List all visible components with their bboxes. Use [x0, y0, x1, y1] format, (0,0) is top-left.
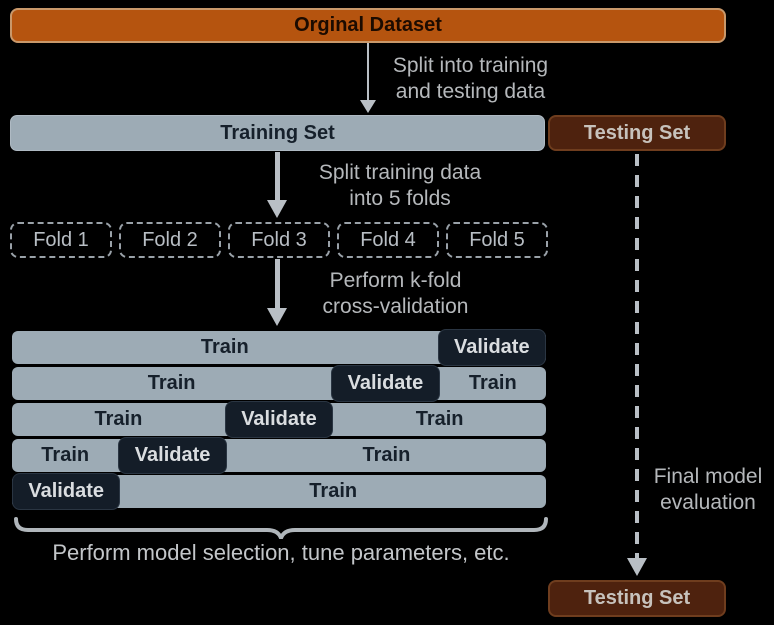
split-arrow-icon	[367, 43, 369, 101]
train-segment: Train	[362, 444, 411, 466]
testing-set-bottom-node: Testing Set	[548, 580, 726, 617]
split-arrow-head-icon	[360, 100, 376, 113]
fold-node-3: Fold 3	[228, 222, 330, 258]
testing-set-bottom-label: Testing Set	[583, 587, 691, 609]
fold-split-arrow-icon	[275, 152, 280, 202]
original-dataset-label: Orginal Dataset	[294, 14, 442, 36]
train-segment: Train	[309, 480, 358, 502]
validate-segment: Validate	[437, 329, 546, 366]
final-evaluation-arrow-icon	[635, 154, 639, 558]
fold-split-arrow-head-icon	[267, 200, 287, 218]
split-train-test-annotation: Split into training and testing data	[392, 54, 549, 103]
validate-segment: Validate	[12, 473, 121, 510]
training-set-label: Training Set	[220, 121, 335, 144]
fold-node-4: Fold 4	[337, 222, 439, 258]
train-segment: Train	[94, 408, 143, 430]
train-segment: Train	[147, 372, 196, 394]
kfold-annotation: Perform k-fold cross-validation	[322, 269, 469, 318]
validate-segment: Validate	[118, 437, 227, 474]
original-dataset-node: Orginal Dataset	[10, 8, 726, 43]
train-segment: Train	[200, 336, 249, 358]
fold-node-5: Fold 5	[446, 222, 548, 258]
cv-row-3: Train Validate Train	[12, 401, 546, 438]
validate-segment: Validate	[224, 401, 334, 438]
cv-row-4: Train Validate Train	[12, 437, 546, 474]
split-folds-annotation: Split training data into 5 folds	[318, 161, 482, 210]
validate-segment: Validate	[331, 365, 440, 402]
train-segment: Train	[41, 444, 90, 466]
train-segment: Train	[468, 372, 517, 394]
fold-node-2: Fold 2	[119, 222, 221, 258]
underbrace-icon	[14, 517, 548, 539]
cv-row-2: Train Validate Train	[12, 365, 546, 402]
train-segment: Train	[415, 408, 464, 430]
kfold-arrow-head-icon	[267, 308, 287, 326]
final-evaluation-annotation: Final model evaluation	[653, 465, 763, 514]
model-selection-annotation: Perform model selection, tune parameters…	[52, 540, 510, 565]
kfold-arrow-icon	[275, 259, 280, 309]
cv-row-1: Train Validate	[12, 329, 546, 366]
testing-set-top-node: Testing Set	[548, 115, 726, 151]
training-set-node: Training Set	[10, 115, 545, 151]
testing-set-top-label: Testing Set	[583, 121, 691, 144]
cv-row-5: Validate Train	[12, 473, 546, 510]
fold-node-1: Fold 1	[10, 222, 112, 258]
final-evaluation-arrow-head-icon	[627, 558, 647, 576]
